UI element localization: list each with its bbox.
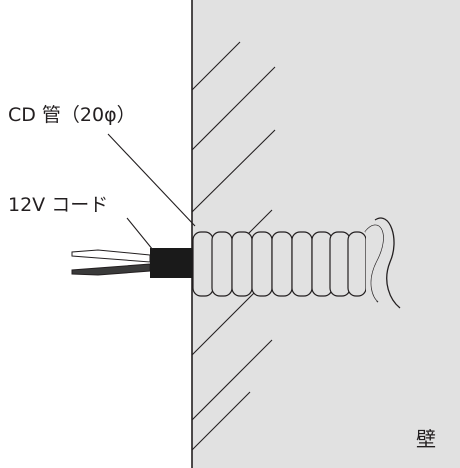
cord-leader [126,217,154,251]
cd-pipe-leader [107,133,196,227]
cord-wires [71,249,151,276]
white-wire [71,249,151,263]
cord-label: 12V コード [8,194,108,216]
wall-label: 壁 [416,427,436,451]
leader-lines [107,133,196,251]
pipe-break-fill [365,225,384,302]
cd-pipe [192,231,367,297]
cord-jacket [150,248,194,278]
cd-pipe-label: CD 管（20φ） [8,104,136,126]
black-wire [71,263,151,276]
